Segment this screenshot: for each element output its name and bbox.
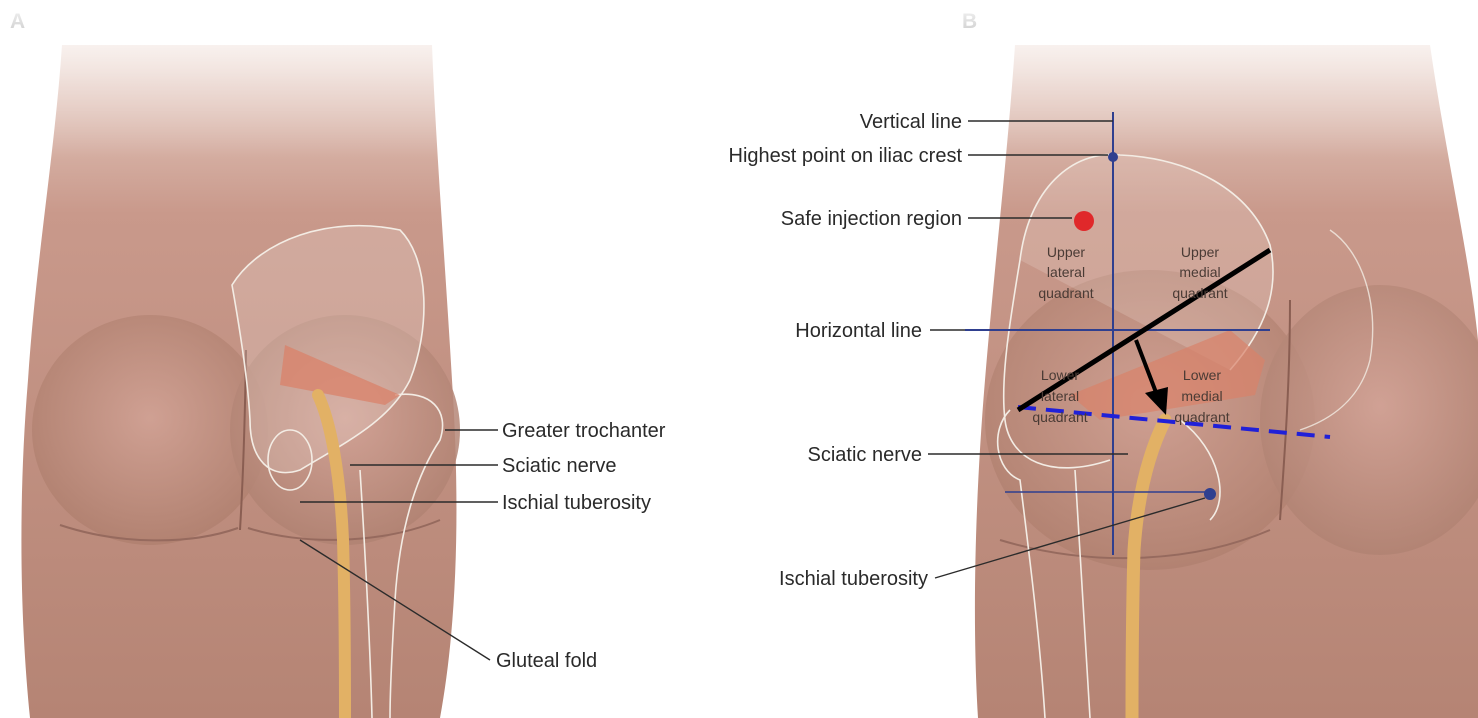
panel-a-label-greater-trochanter: Greater trochanter [502, 420, 666, 442]
panel-a-label-gluteal-fold: Gluteal fold [496, 650, 597, 672]
panel-b-label-ischial-tuberosity: Ischial tuberosity [779, 568, 928, 590]
panel-a-label-ischial-tuberosity: Ischial tuberosity [502, 492, 651, 514]
panel-b-body [960, 0, 1478, 718]
quadrant-upper-medial-line3: quadrant [1172, 285, 1227, 301]
panel-b-label-highest-point: Highest point on iliac crest [729, 145, 963, 167]
panel-b-label-sciatic-nerve: Sciatic nerve [808, 444, 923, 466]
panel-b-safe-injection-dot [1074, 211, 1094, 231]
quadrant-lower-lateral-line1: Lower [1041, 367, 1079, 383]
panel-b-top-fade [960, 0, 1478, 718]
panel-b-ischial-point [1204, 488, 1216, 500]
quadrant-upper-lateral-line3: quadrant [1038, 285, 1093, 301]
quadrant-lower-lateral-line3: quadrant [1032, 409, 1087, 425]
panel-b: B [729, 0, 1478, 718]
panel-b-label-horizontal-line: Horizontal line [795, 320, 922, 342]
panel-b-label-safe-region: Safe injection region [781, 208, 962, 230]
quadrant-lower-medial-line3: quadrant [1174, 409, 1229, 425]
quadrant-lower-lateral-line2: lateral [1041, 388, 1079, 404]
quadrant-lower-medial-line1: Lower [1183, 367, 1221, 383]
quadrant-lower-medial-line2: medial [1181, 388, 1222, 404]
panel-b-iliac-crest-point [1108, 152, 1118, 162]
panel-a-label-sciatic-nerve: Sciatic nerve [502, 455, 617, 477]
quadrant-upper-lateral-line1: Upper [1047, 244, 1085, 260]
panel-a-top-fade [0, 0, 470, 718]
panel-a: A Greater trochanter Sciatic nerve Ischi… [0, 0, 666, 718]
panel-a-body [0, 0, 470, 718]
quadrant-upper-medial-line2: medial [1179, 264, 1220, 280]
quadrant-upper-lateral-line2: lateral [1047, 264, 1085, 280]
panel-b-label-vertical-line: Vertical line [860, 111, 962, 133]
quadrant-upper-medial-line1: Upper [1181, 244, 1219, 260]
